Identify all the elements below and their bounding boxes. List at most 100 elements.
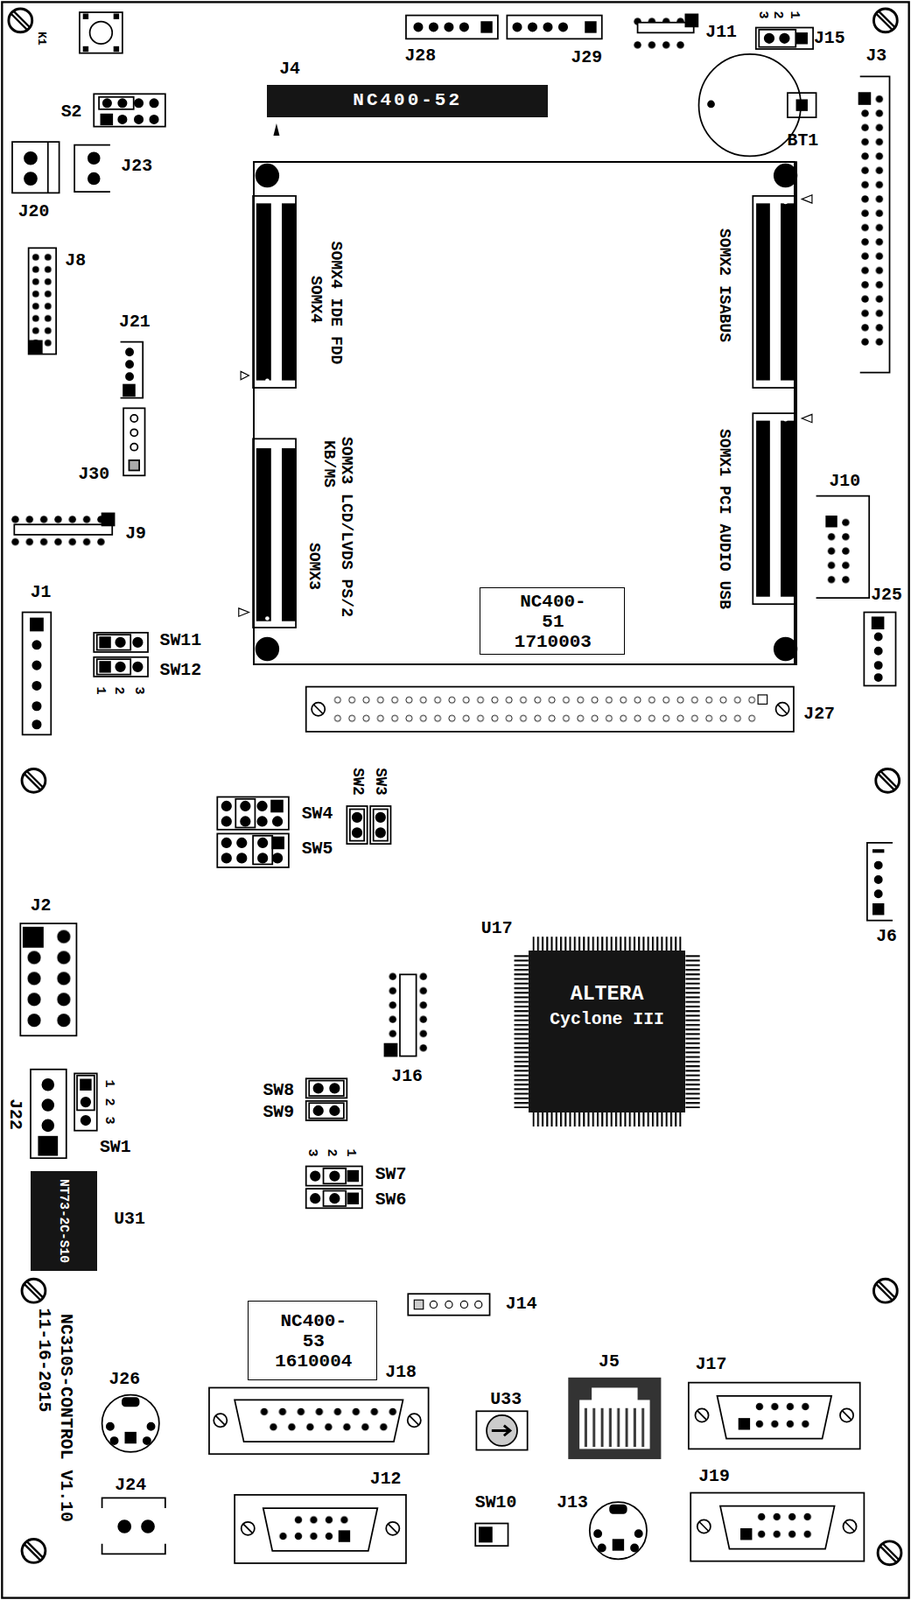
jumper xyxy=(306,1165,363,1185)
pin-header xyxy=(32,701,41,710)
jumper-block xyxy=(271,800,283,813)
expansion-connector xyxy=(776,702,790,716)
pin-header xyxy=(875,673,883,681)
pin-header xyxy=(22,612,52,736)
silkscreen-label: J15 xyxy=(813,28,846,49)
pin-header xyxy=(128,460,140,471)
silkscreen-label: U31 xyxy=(113,1209,146,1229)
dip-switch xyxy=(93,93,166,127)
pin-header xyxy=(875,861,883,869)
pin-header xyxy=(32,660,41,669)
standoff xyxy=(774,637,798,661)
pin1-marker xyxy=(801,195,813,204)
jumper xyxy=(350,808,365,841)
dsub-connector xyxy=(717,1395,833,1439)
power-connector xyxy=(74,145,111,193)
mounting-hole xyxy=(877,1541,902,1565)
dsub-connector xyxy=(840,1408,854,1422)
mounting-hole xyxy=(873,1278,897,1303)
power-connector xyxy=(88,173,100,185)
fpga-pins xyxy=(685,954,700,1108)
pin-header xyxy=(506,15,602,40)
pin-header xyxy=(429,1300,437,1308)
pin-header xyxy=(19,926,79,1031)
rj45-connector xyxy=(591,1387,638,1402)
silkscreen-label: SW9 xyxy=(262,1102,295,1122)
fpga-pins xyxy=(532,936,682,951)
jumper xyxy=(764,34,774,43)
dsub-connector xyxy=(263,1507,379,1551)
silkscreen-label: J11 xyxy=(705,22,737,43)
pin-header xyxy=(29,251,55,350)
pin-header xyxy=(413,1299,423,1309)
expansion-connector xyxy=(306,686,794,732)
jumper xyxy=(376,827,386,837)
jumper xyxy=(115,662,125,672)
silkscreen-label: SW10 xyxy=(475,1492,518,1513)
pin1-marker xyxy=(238,608,250,617)
silkscreen-label: U33 xyxy=(490,1389,522,1409)
pin-header xyxy=(512,22,521,31)
silkscreen-label: SW2 xyxy=(348,767,365,795)
silkscreen-label: J19 xyxy=(698,1466,730,1486)
standoff xyxy=(774,164,798,188)
pin-header xyxy=(857,91,887,350)
part-text: SOMX3 LCD/LVDS PS/2 xyxy=(336,436,355,617)
jumper xyxy=(756,28,813,50)
battery xyxy=(787,92,817,118)
pin1-marker xyxy=(273,123,280,136)
mini-din-connector xyxy=(589,1501,647,1559)
board-label-box: NC400-53 1610004 xyxy=(247,1300,378,1381)
pin-header xyxy=(28,247,57,354)
mini-din-connector xyxy=(630,1543,638,1551)
pin-header xyxy=(867,842,893,921)
dsub-connector xyxy=(751,1415,813,1431)
component-footprints xyxy=(7,12,896,1563)
module-socket xyxy=(756,421,770,596)
silkscreen-label: J30 xyxy=(77,464,110,484)
dsub-connector xyxy=(254,1403,402,1419)
silkscreen-label: SW3 xyxy=(371,767,388,795)
jumper xyxy=(306,1188,363,1208)
dsub-connector xyxy=(275,1527,337,1543)
pin-header xyxy=(19,923,79,1036)
part-text: NC400-52 xyxy=(352,91,463,112)
fpga-pins xyxy=(514,954,529,1108)
jumper xyxy=(352,812,362,822)
mini-din-connector xyxy=(122,1397,140,1406)
ribbon-header xyxy=(102,512,115,526)
dip-switch xyxy=(103,98,112,107)
power-connector xyxy=(12,141,60,193)
module-socket xyxy=(282,203,295,380)
module-socket xyxy=(257,448,271,621)
dsub-connector xyxy=(209,1387,429,1454)
pin-header xyxy=(867,842,893,921)
pin-header xyxy=(120,342,144,399)
jumper xyxy=(115,637,125,647)
pin-header xyxy=(32,681,41,690)
ribbon-header xyxy=(630,14,698,50)
pin-header xyxy=(123,385,135,397)
rj45-connector xyxy=(579,1399,650,1449)
power-connector xyxy=(42,1099,54,1111)
jumper xyxy=(329,1106,339,1115)
dsub-connector xyxy=(753,1508,815,1524)
power-connector xyxy=(141,1520,155,1533)
mounting-hole xyxy=(8,8,33,33)
fpga-pins xyxy=(532,1112,682,1127)
pin-header xyxy=(429,22,438,31)
jumper-block xyxy=(237,838,246,848)
pin-number: 1 xyxy=(787,11,803,20)
pin-header xyxy=(859,92,871,105)
dsub-connector xyxy=(209,1387,429,1454)
standoff xyxy=(256,164,280,188)
pin-header xyxy=(460,1300,468,1308)
pin1-marker xyxy=(238,195,813,617)
pin-header xyxy=(559,22,568,31)
silkscreen-label: SW5 xyxy=(301,839,334,859)
power-connector xyxy=(30,1069,67,1158)
jumper xyxy=(81,1097,91,1107)
module-socket xyxy=(752,196,796,388)
silkscreen-label: J8 xyxy=(64,252,86,272)
